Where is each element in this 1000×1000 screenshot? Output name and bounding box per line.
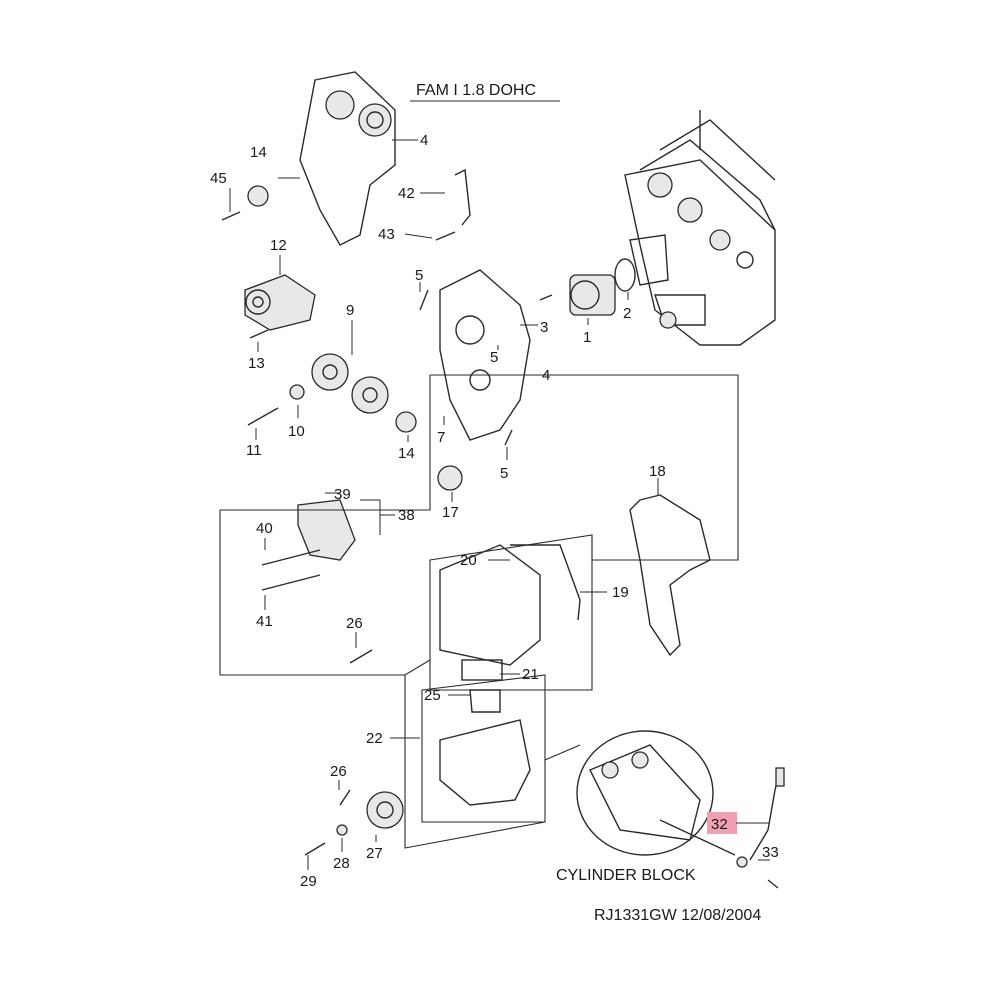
- callout-38: 38: [398, 507, 415, 524]
- callout-14-lower: 14: [398, 445, 415, 462]
- callout-17: 17: [442, 504, 459, 521]
- callout-7: 7: [437, 429, 445, 446]
- callout-20: 20: [460, 552, 477, 569]
- crankshaft-pulley-drawing: [336, 791, 404, 836]
- callout-21: 21: [522, 666, 539, 683]
- callout-26-lower: 26: [330, 763, 347, 780]
- callout-11: 11: [246, 442, 262, 459]
- bracket-assembly-drawing: [261, 499, 356, 591]
- callout-19: 19: [612, 584, 629, 601]
- callout-27: 27: [366, 845, 383, 862]
- bolts-drawing: [221, 211, 553, 856]
- callout-45: 45: [210, 170, 227, 187]
- front-cover-lower-drawing: [439, 689, 531, 806]
- callout-42: 42: [398, 185, 415, 202]
- leader-lines: [229, 139, 770, 870]
- callout-14-upper: 14: [250, 144, 267, 161]
- group-box-upper-right: [430, 374, 739, 561]
- callout-5-middle: 5: [490, 349, 498, 366]
- group-box-front-cover-upper: [429, 534, 593, 691]
- callout-40: 40: [256, 520, 273, 537]
- rear-timing-cover-upper-drawing: [299, 71, 396, 246]
- callout-22: 22: [366, 730, 383, 747]
- callout-5-lower: 5: [500, 465, 508, 482]
- callout-13: 13: [248, 355, 265, 372]
- camshaft-gears-drawing: [311, 353, 389, 414]
- callout-1: 1: [583, 329, 591, 346]
- callout-4-lower: 4: [542, 367, 550, 384]
- group-box-left-top: [220, 375, 431, 511]
- front-cover-upper-drawing: [439, 544, 581, 681]
- callout-5-upper: 5: [415, 267, 423, 284]
- group-box-bottom: [404, 675, 546, 849]
- callout-3: 3: [540, 319, 548, 336]
- callout-25: 25: [424, 687, 441, 704]
- callout-28: 28: [333, 855, 350, 872]
- bracket-drawing: [454, 168, 471, 226]
- diagram-title: FAM I 1.8 DOHC: [416, 82, 536, 99]
- rear-timing-cover-lower-drawing: [439, 269, 531, 441]
- highlight-marker-32: [707, 812, 737, 834]
- group-box-left: [219, 510, 431, 676]
- group-box-link: [544, 744, 581, 761]
- callout-9: 9: [346, 302, 354, 319]
- callout-39: 39: [334, 486, 351, 503]
- idler-pulley-upper-drawing: [247, 185, 269, 207]
- callout-2: 2: [623, 305, 631, 322]
- idler-pulley-lower-drawing: [395, 411, 417, 433]
- drawing-reference: RJ1331GW 12/08/2004: [594, 907, 761, 924]
- callout-29: 29: [300, 873, 317, 890]
- callout-41: 41: [256, 613, 273, 630]
- callout-18: 18: [649, 463, 666, 480]
- callout-labels: 1 2 3 4 4 5 5 5 7 9 10 11 12 13 14 14 17…: [210, 132, 779, 890]
- inset-caption: CYLINDER BLOCK: [556, 867, 696, 884]
- callout-43: 43: [378, 226, 395, 243]
- callout-12: 12: [270, 237, 287, 254]
- cylinder-block-inset: [576, 730, 785, 889]
- crankshaft-gear-drawing: [437, 465, 463, 491]
- water-pump-drawing: [569, 258, 636, 316]
- callout-33: 33: [762, 844, 779, 861]
- callout-4-upper: 4: [420, 132, 428, 149]
- washer-drawing: [289, 384, 305, 400]
- callout-32: 32: [711, 816, 728, 833]
- tensioner-drawing: [244, 274, 316, 331]
- callout-26-upper: 26: [346, 615, 363, 632]
- callout-10: 10: [288, 423, 305, 440]
- timing-belt-drawing: [629, 494, 711, 657]
- engine-block-drawing: [624, 110, 776, 346]
